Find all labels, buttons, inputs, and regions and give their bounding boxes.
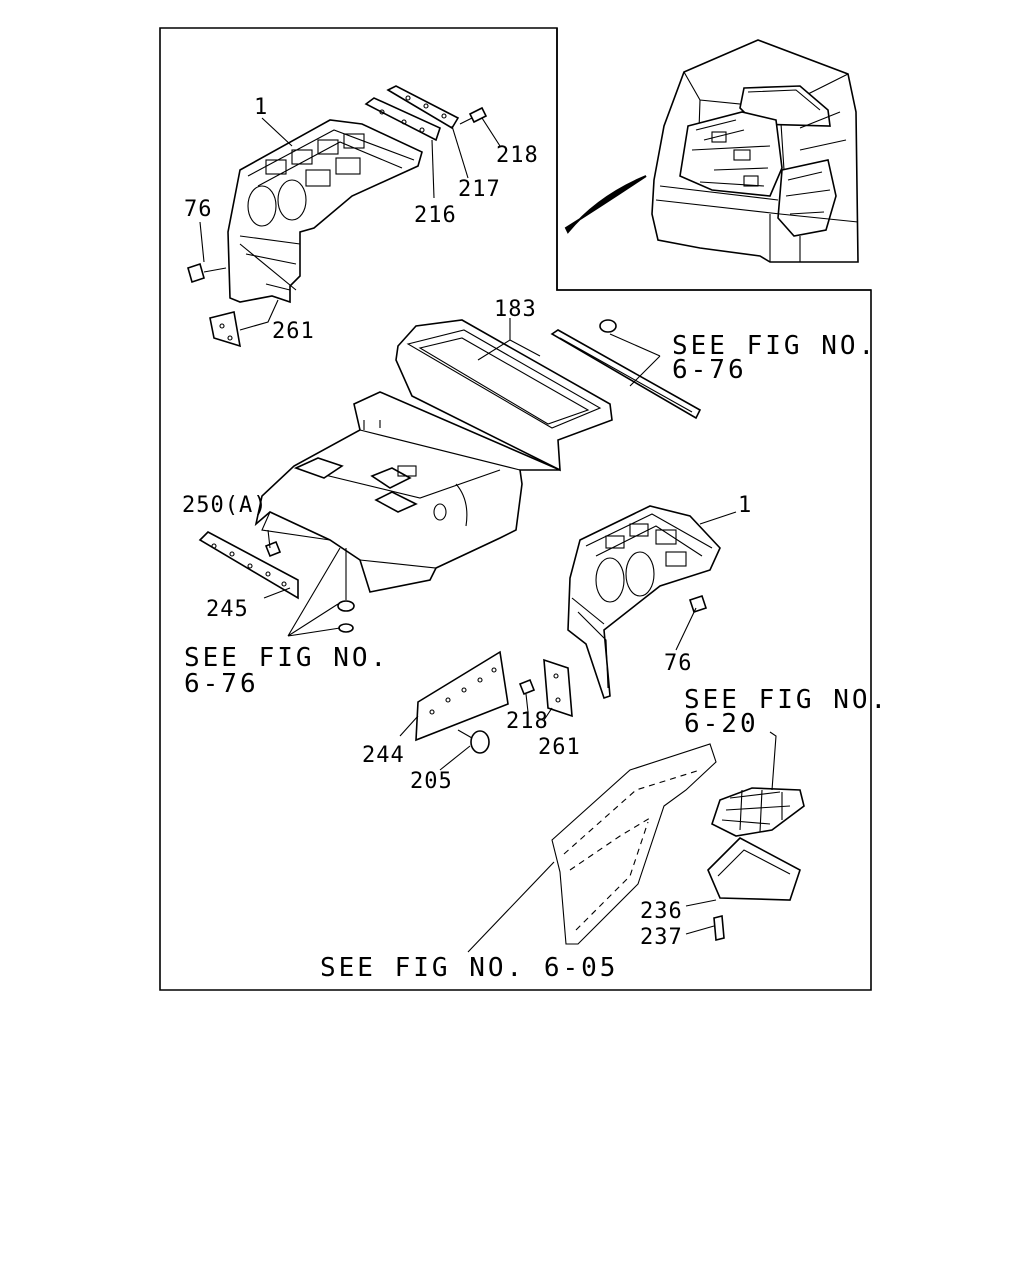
- ref-fig-6-20-line2: 6-20: [684, 709, 759, 739]
- callout-76-right: 76: [664, 651, 693, 676]
- callout-1-top: 1: [254, 95, 268, 120]
- part-236-step: [707, 731, 805, 942]
- callout-261-top: 261: [272, 319, 315, 344]
- callout-237: 237: [640, 925, 683, 950]
- part-245-strip: [198, 531, 299, 600]
- ref-fig-6-76-top-line1: SEE FIG NO.: [672, 331, 877, 361]
- part-244-plate: [415, 650, 509, 754]
- callout-183: 183: [494, 297, 537, 322]
- callout-244: 244: [362, 743, 405, 768]
- part-183-panel: [395, 319, 702, 472]
- cab-view-frame: [556, 28, 871, 291]
- ref-fig-6-76-left-line2: 6-76: [184, 669, 259, 699]
- part-1-top-assembly: [187, 85, 488, 348]
- callout-1-right: 1: [738, 493, 752, 518]
- cab-illustration: [564, 39, 859, 263]
- callout-76-top: 76: [184, 197, 213, 222]
- callout-217: 217: [458, 177, 501, 202]
- side-panel-dashed: [551, 743, 717, 945]
- callout-245: 245: [206, 597, 249, 622]
- ref-fig-6-20-line1: SEE FIG NO.: [684, 685, 889, 715]
- part-1-right-assembly: [518, 505, 721, 718]
- ref-fig-6-76-top-line2: 6-76: [672, 355, 747, 385]
- leader-lines: [199, 117, 737, 953]
- callout-205: 205: [410, 769, 453, 794]
- callout-250a: 250(A): [182, 493, 267, 518]
- ref-fig-6-05: SEE FIG NO. 6-05: [320, 953, 618, 983]
- callout-218-mid: 218: [506, 709, 549, 734]
- callout-261-mid: 261: [538, 735, 581, 760]
- floor-body: [254, 391, 561, 633]
- callout-216: 216: [414, 203, 457, 228]
- ref-fig-6-76-left-line1: SEE FIG NO.: [184, 643, 389, 673]
- callout-218-top: 218: [496, 143, 539, 168]
- callout-236: 236: [640, 899, 683, 924]
